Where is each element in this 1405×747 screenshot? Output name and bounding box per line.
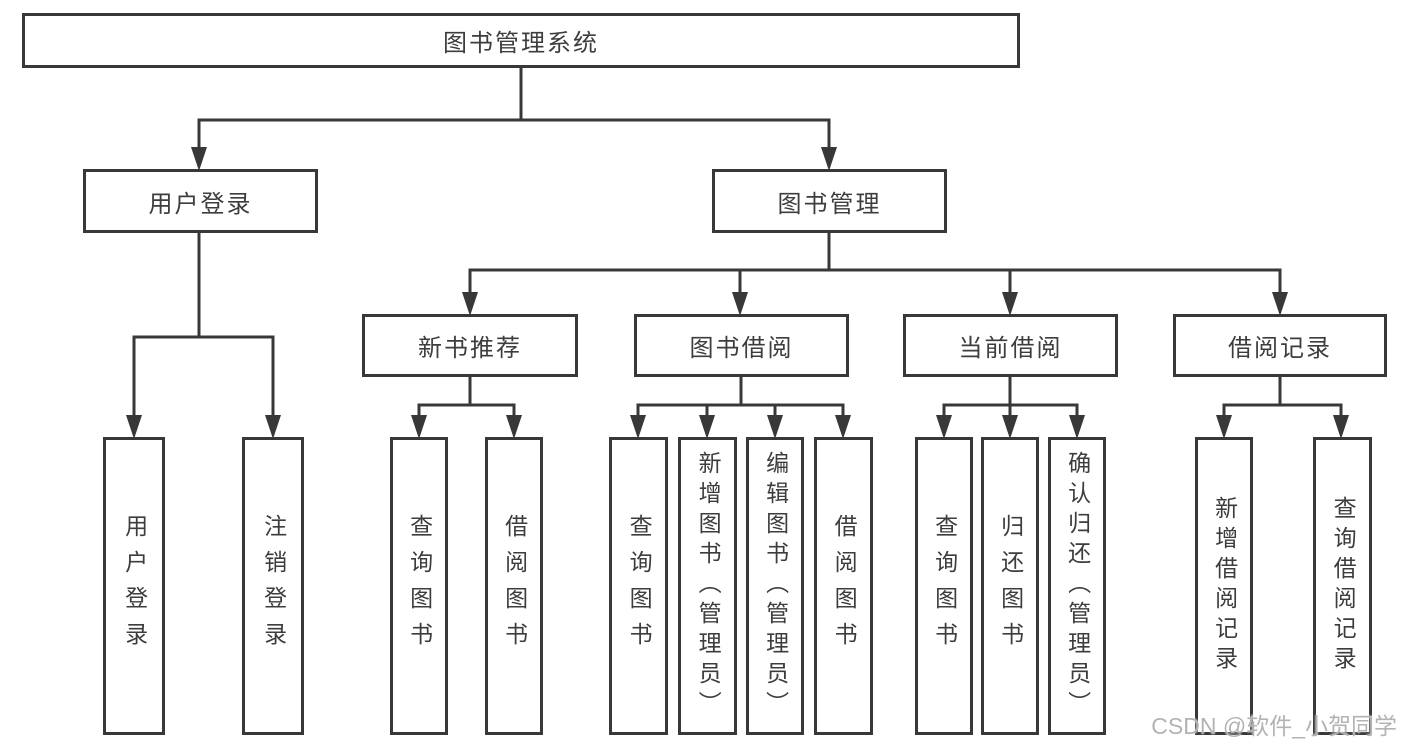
node-label: 借阅记录 xyxy=(1228,335,1332,362)
node-label: 图书借阅 xyxy=(689,335,794,362)
leaf-confirm-return-admin: 确认归还（管理员） xyxy=(1048,437,1106,735)
leaf-edit-book-admin: 编辑图书（管理员） xyxy=(746,437,804,735)
node-label: 新书推荐 xyxy=(418,335,522,362)
leaf-borrow-books: 借阅图书 xyxy=(814,437,873,735)
node-label: 查询图书 xyxy=(626,514,653,658)
node-new-book-recommend: 新书推荐 xyxy=(362,314,578,377)
leaf-logout: 注销登录 xyxy=(242,437,304,735)
node-label: 注销登录 xyxy=(260,514,287,658)
node-label: 新增图书（管理员） xyxy=(695,451,722,721)
node-label: 用户登录 xyxy=(121,514,148,658)
leaf-add-book-admin: 新增图书（管理员） xyxy=(678,437,737,735)
leaf-query-books-borrow: 查询图书 xyxy=(609,437,668,735)
node-label: 查询借阅记录 xyxy=(1330,496,1357,676)
node-book-management-system: 图书管理系统 xyxy=(22,13,1020,68)
leaf-query-books-recommend: 查询图书 xyxy=(390,437,448,735)
leaf-return-books: 归还图书 xyxy=(981,437,1039,735)
leaf-user-login: 用户登录 xyxy=(103,437,165,735)
node-label: 借阅图书 xyxy=(831,514,858,658)
node-label: 归还图书 xyxy=(997,514,1024,658)
node-label: 确认归还（管理员） xyxy=(1064,451,1091,721)
node-label: 编辑图书（管理员） xyxy=(762,451,789,721)
node-label: 查询图书 xyxy=(406,514,433,658)
leaf-add-borrow-record: 新增借阅记录 xyxy=(1195,437,1253,735)
node-label: 图书管理 xyxy=(777,190,882,218)
node-current-borrow: 当前借阅 xyxy=(903,314,1118,377)
node-label: 当前借阅 xyxy=(958,335,1063,362)
watermark: CSDN @软件_小贺同学 xyxy=(1151,713,1397,739)
node-label: 借阅图书 xyxy=(501,514,528,658)
node-label: 查询图书 xyxy=(931,514,958,658)
node-label: 新增借阅记录 xyxy=(1211,496,1238,676)
leaf-borrow-books-recommend: 借阅图书 xyxy=(485,437,543,735)
node-book-borrow: 图书借阅 xyxy=(634,314,849,377)
node-user-login: 用户登录 xyxy=(83,169,318,233)
node-label: 图书管理系统 xyxy=(443,30,599,57)
leaf-query-borrow-record: 查询借阅记录 xyxy=(1313,437,1372,735)
node-book-management: 图书管理 xyxy=(712,169,947,233)
node-label: 用户登录 xyxy=(148,190,253,218)
node-borrow-records: 借阅记录 xyxy=(1173,314,1387,377)
leaf-query-books-current: 查询图书 xyxy=(915,437,973,735)
